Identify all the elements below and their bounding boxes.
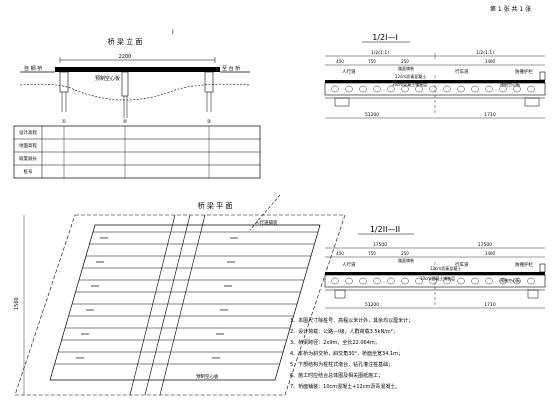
section-2-dim-sub: 450 — [336, 251, 344, 256]
page-label: 第 1 张 共 1 张 — [490, 5, 531, 13]
bearing — [527, 289, 539, 299]
note-item: 3、桥梁跨径：2x9m，全长22.064m； — [290, 339, 380, 346]
section-2-label: 12cm沥青混凝土 — [430, 265, 461, 271]
bearing — [334, 97, 350, 107]
plan-outline — [14, 214, 346, 396]
section-1-dim-sub: 250 — [401, 59, 409, 64]
section-2-dim-bottom: 51200 — [365, 302, 379, 308]
slab-voids — [331, 85, 535, 93]
section-1-label: 人行道 — [342, 68, 356, 75]
elevation-right-label: 至 台 桥 — [222, 65, 240, 72]
section-2-dim-sub: 1400 — [485, 251, 496, 256]
section-2-label: 防撞护栏 — [515, 261, 533, 268]
section-1-label: 12cm沥青混凝土 — [395, 73, 426, 79]
note-item: 7、桥面铺装：10cm混凝土+12cm沥青混凝土。 — [290, 383, 400, 390]
elevation-left-label: 自 钢 桥 — [24, 65, 42, 72]
section-2-dim-bottom: 1710 — [484, 302, 496, 308]
elevation-view: 桥 梁 立 面 I 2200 自 钢 桥 至 台 桥 预制空心板 — [13, 29, 261, 179]
barrier — [539, 263, 546, 273]
elevation-dim-overall: 2200 — [119, 54, 132, 60]
bearing — [524, 97, 540, 107]
note-item: 4、本桥为斜交桥，斜交角30°，桥面全宽34.1m； — [290, 350, 403, 357]
barrier — [539, 71, 546, 81]
table-row-label: 坡度坡长 — [19, 155, 37, 162]
ground-line — [19, 83, 251, 101]
plan-side-dim: 1560 — [14, 297, 20, 310]
plan-slab-lines — [55, 231, 318, 365]
pier-left — [59, 71, 69, 112]
bearing — [334, 289, 346, 299]
note-item: 6、施工时应结合总体图及相关图纸施工； — [290, 372, 383, 379]
section-1-dim-sub: 1400 — [485, 59, 496, 64]
plan-view: 桥 梁 平 面 1560 — [14, 194, 346, 396]
pier-middle — [121, 71, 129, 118]
note-item: 1、本图尺寸除桩号、高程以米计外，其余均以厘米计； — [290, 317, 413, 324]
notes-block: 1、本图尺寸除桩号、高程以米计外，其余均以厘米计； 2、设计荷载：公路—I级，人… — [290, 317, 413, 390]
section-1-dim-bottom: 1710 — [484, 112, 496, 118]
table-row-label: 设计高程 — [19, 129, 37, 136]
plan-callout: 预制空心板 — [196, 373, 219, 380]
section-1-label: 防撞护栏 — [515, 68, 533, 75]
span-label: 预制空心板 — [95, 75, 120, 82]
section-2-dim-top: 17500 — [373, 242, 387, 248]
section-2-label: 人行道 — [342, 261, 356, 268]
deck-outline — [49, 224, 321, 381]
section-1-dim-bottom: 51200 — [365, 112, 379, 118]
section-1-label: 预制空心板 — [500, 81, 520, 87]
note-item: 2、设计荷载：公路—I级，人群荷载3.5kN/m²； — [290, 328, 398, 335]
section-1-label: 路面铺装 — [398, 65, 414, 71]
section-1-dim-sub: 750 — [368, 59, 376, 64]
section-2-dim-sub: 250 — [401, 251, 409, 256]
section-2-view: 1/2II—II 17500 17500 450 750 250 1400 人行… — [324, 225, 546, 309]
section-2-dim-sub: 750 — [368, 251, 376, 256]
section-1-title: 1/2I—I — [372, 33, 398, 42]
section-2-label: 行车道 — [455, 261, 469, 268]
pier-label-2: ② — [123, 119, 128, 125]
section-2-label: 预制空心板 — [500, 277, 520, 283]
section-1-view: 1/2I—I 1/2(1:1) 1/2(1:1) 450 750 250 140… — [324, 33, 546, 119]
pier-label-3: ③ — [207, 119, 211, 125]
slab-voids — [331, 277, 535, 285]
note-item: 5、下部结构为桩柱式墩台，钻孔灌注桩基础； — [290, 361, 393, 368]
section-1-label: 10cm混凝土铺装层 — [392, 81, 427, 87]
plan-title: 桥 梁 平 面 — [198, 201, 233, 210]
section-tag: I — [172, 29, 174, 36]
section-1-dim-top: 1/2(1:1) — [476, 50, 494, 56]
pier-right — [204, 71, 214, 112]
section-2-title: 1/2II—II — [370, 225, 400, 234]
bridge-deck — [55, 67, 220, 72]
section-1-label: 行车道 — [455, 68, 469, 75]
table-row-label: 地面高程 — [19, 142, 37, 149]
elevation-table: 设计高程 地面高程 坡度坡长 桩号 — [13, 125, 261, 179]
pier-label-1: ① — [62, 119, 67, 125]
table-row-label: 桩号 — [24, 168, 33, 175]
section-1-dim-sub: 450 — [336, 59, 344, 64]
plan-skew-lines — [129, 194, 281, 396]
section-2-label: 路面铺装 — [398, 257, 414, 263]
plan-callout: 人行道铺装 — [255, 219, 278, 226]
section-2-dim-top: 17500 — [478, 242, 492, 248]
elevation-title: 桥 梁 立 面 — [108, 37, 143, 46]
plan-slab-ticks — [76, 237, 238, 359]
section-1-dim-top: 1/2(1:1) — [371, 50, 389, 56]
section-2-label: 10cm混凝土铺装层 — [420, 275, 455, 281]
